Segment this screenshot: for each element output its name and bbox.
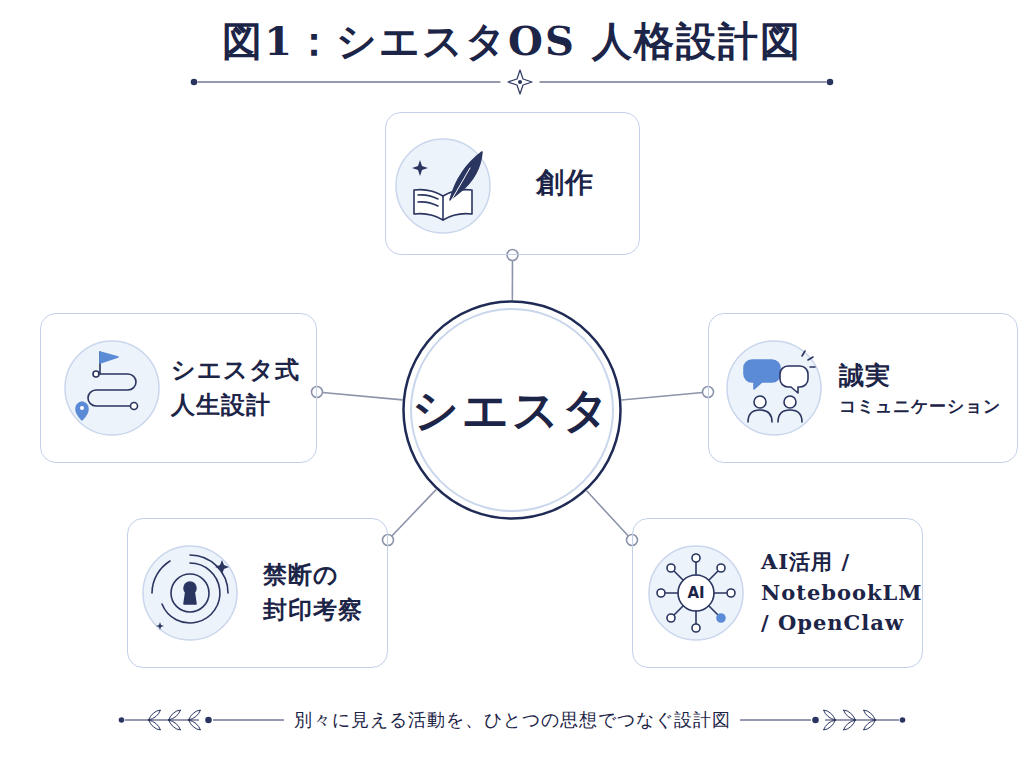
caption-ornament [120, 710, 284, 730]
node-title: シエスタ式 人生設計 [171, 353, 300, 423]
caption-row: 別々に見える活動を、ひとつの思想でつなぐ設計図 [0, 708, 1024, 732]
topic-box: AI活用 / NotebookLM / OpenClaw [632, 518, 923, 668]
connector-dot [312, 387, 323, 398]
title-row: 図1：シエスタOS 人格設計図 [0, 14, 1024, 69]
title-rule [192, 70, 833, 94]
connector [507, 250, 518, 301]
diagram-caption: 別々に見える活動を、ひとつの思想でつなぐ設計図 [294, 708, 731, 732]
topic-box: 創作 [385, 112, 640, 255]
connector-line [587, 491, 632, 540]
hub-outer-ring [404, 302, 621, 519]
text-column: シエスタ [412, 377, 612, 444]
connector [383, 490, 437, 546]
book-quill-icon [412, 152, 482, 220]
hub-circle: シエスタ [402, 300, 622, 520]
text-column: 禁断の 封印考察 [263, 558, 363, 628]
connector-line [388, 490, 436, 540]
node-title: 創作 [536, 163, 594, 204]
icon-label: AI [687, 584, 704, 602]
caption-ornament [741, 710, 905, 730]
conversation-icon [744, 351, 815, 422]
connector [587, 491, 638, 546]
route-flag-icon [76, 352, 138, 420]
topic-box: シエスタ式 人生設計 [40, 313, 317, 463]
text-column: 誠実コミュニケーション [839, 358, 1001, 419]
text-column: シエスタ式 人生設計 [171, 353, 300, 423]
hub-inner-ring [411, 309, 613, 511]
node-title: AI活用 / NotebookLM / OpenClaw [761, 547, 906, 638]
diagram-title: 図1：シエスタOS 人格設計図 [222, 14, 802, 69]
node-title: 禁断の 封印考察 [263, 558, 363, 628]
node-title: 誠実 [839, 358, 1001, 394]
connector-line [512, 255, 514, 300]
topic-box: 禁断の 封印考察 [127, 518, 388, 668]
connector-line [317, 392, 402, 400]
topic-box: 誠実コミュニケーション [708, 313, 1018, 463]
connector-dot [383, 535, 394, 546]
keyhole-icon [152, 555, 229, 630]
node-title: シエスタ [412, 377, 612, 444]
text-column: 創作 [536, 163, 594, 204]
connector-dot [507, 250, 518, 261]
text-column: AI活用 / NotebookLM / OpenClaw [761, 547, 906, 638]
node-subtitle: コミュニケーション [839, 394, 1001, 419]
network-icon [657, 554, 735, 632]
connector [622, 387, 714, 400]
connector-line [622, 392, 708, 400]
connector [312, 387, 403, 400]
